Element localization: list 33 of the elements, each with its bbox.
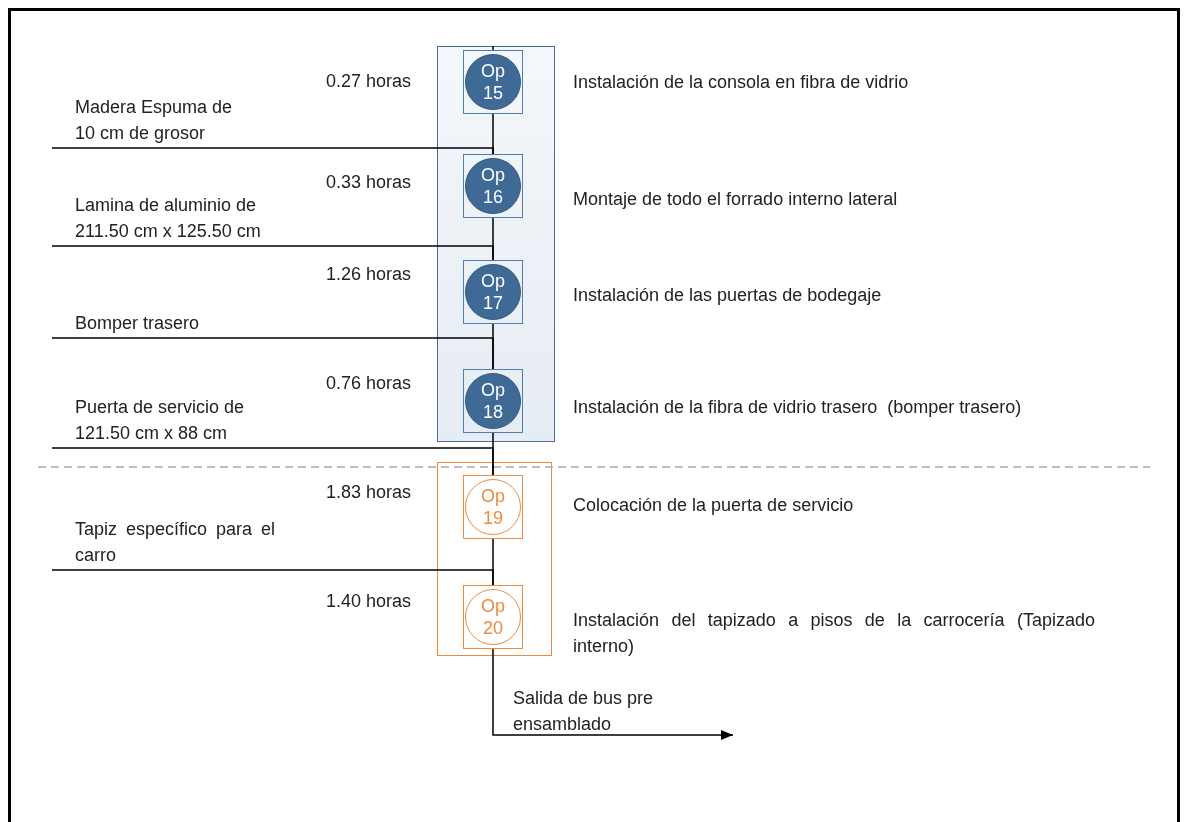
operation-description: Instalación del tapizado a pisos de la carrocería (Tapizado interno) <box>573 609 1095 658</box>
connector-line <box>51 147 494 155</box>
material-label: Bomper trasero <box>52 310 225 336</box>
operation-description: Instalación de la consola en fibra de vidrio <box>573 71 909 94</box>
material-label: Madera Espuma de 10 cm de grosor <box>52 94 257 146</box>
connector-line <box>51 569 494 586</box>
operation-description: Colocación de la puerta de servicio <box>573 494 854 517</box>
operation-circle: Op 19 <box>465 479 521 535</box>
arrow <box>492 648 734 740</box>
operation-circle: Op 15 <box>465 54 521 110</box>
operation-circle: Op 16 <box>465 158 521 214</box>
material-label: Lamina de aluminio de 211.50 cm x 125.50 cm <box>52 192 290 244</box>
output-label: Salida de bus pre ensamblado <box>505 685 735 735</box>
connector-line <box>492 45 494 51</box>
operation-description: Montaje de todo el forrado interno lateral <box>573 188 898 211</box>
time-label: 1.26 horas <box>325 263 411 286</box>
time-label: 0.76 horas <box>325 372 411 395</box>
operation-circle: Op 17 <box>465 264 521 320</box>
group-box <box>437 462 552 656</box>
time-label: 0.33 horas <box>325 171 411 194</box>
time-label: 1.83 horas <box>325 481 411 504</box>
operation-circle: Op 20 <box>465 589 521 645</box>
time-label: 1.40 horas <box>325 590 411 613</box>
operation-description: Instalación de la fibra de vidrio trasero (bomper trasero) <box>573 396 1022 419</box>
material-label: Tapiz específico para el carro <box>52 516 275 568</box>
group-box <box>437 46 555 442</box>
connector-line <box>51 245 494 261</box>
connector-line <box>51 337 494 370</box>
material-label: Puerta de servicio de 121.50 cm x 88 cm <box>52 394 255 446</box>
time-label: 0.27 horas <box>325 70 411 93</box>
connector-line <box>51 447 494 476</box>
operation-circle: Op 18 <box>465 373 521 429</box>
operation-description: Instalación de las puertas de bodegaje <box>573 284 882 307</box>
